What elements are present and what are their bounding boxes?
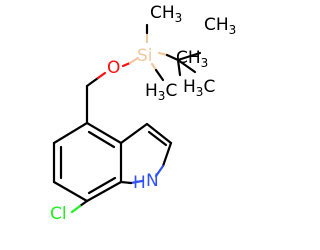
methyl-lower-right-label: H3C bbox=[183, 77, 215, 99]
silicon-label: Si bbox=[137, 46, 153, 66]
nitrogen-hydrogen-label: H bbox=[133, 173, 146, 193]
oxygen-label: O bbox=[107, 58, 120, 78]
benzene-ring-bonds bbox=[52, 121, 123, 203]
methyl-right-label: CH3 bbox=[204, 15, 236, 37]
pyrrole-ring-bonds bbox=[119, 122, 173, 185]
tert-butyl-bonds bbox=[176, 51, 202, 77]
chlorine-label: Cl bbox=[50, 204, 67, 224]
nitrogen-label: N bbox=[146, 171, 159, 191]
silyl-ether-chain-bonds bbox=[85, 23, 180, 125]
methyl-top-label: CH3 bbox=[150, 3, 182, 25]
indole-silyl-ether-structure: O Si CH3 CH3 CH3 H3C H3C N H Cl bbox=[50, 3, 236, 224]
methyl-mid-label: CH3 bbox=[176, 48, 208, 70]
methyl-lower-left-label: H3C bbox=[145, 81, 177, 103]
chloro-bond bbox=[70, 199, 89, 214]
